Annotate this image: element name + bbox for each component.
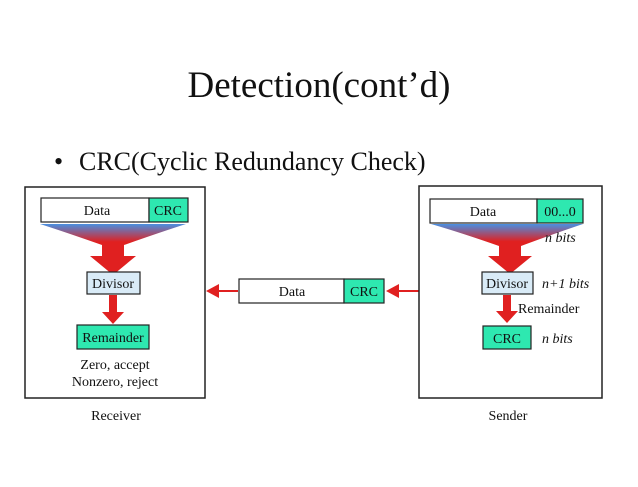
channel-arrow-left-head bbox=[206, 284, 219, 298]
receiver-data-label: Data bbox=[84, 204, 111, 219]
receiver-remainder-label: Remainder bbox=[82, 331, 144, 346]
channel-crc-box bbox=[343, 278, 385, 304]
channel-arrow-right-head bbox=[386, 284, 399, 298]
channel-data-label: Data bbox=[279, 285, 306, 300]
bullet-item: • CRC(Cyclic Redundancy Check) bbox=[54, 145, 426, 179]
sender-padding-box bbox=[536, 198, 584, 224]
sender-divisor-box bbox=[481, 271, 534, 295]
receiver-divisor-label: Divisor bbox=[92, 277, 134, 292]
receiver-outcome-nonzero: Nonzero, reject bbox=[72, 375, 158, 390]
sender-crc-bits-label: n bits bbox=[542, 332, 573, 347]
sender-caption: Sender bbox=[489, 409, 528, 424]
receiver-data-box bbox=[40, 197, 150, 223]
slide-title: Detection(cont’d) bbox=[187, 65, 451, 106]
channel: Data CRC bbox=[206, 278, 420, 304]
receiver-caption: Receiver bbox=[91, 409, 141, 424]
bullet-marker: • bbox=[54, 147, 64, 176]
sender-data-box bbox=[429, 198, 538, 224]
receiver-funnel bbox=[40, 224, 186, 275]
receiver-crc-label: CRC bbox=[154, 204, 182, 219]
sender-n-plus-1-bits-label: n+1 bits bbox=[542, 277, 590, 292]
sender-crc-box bbox=[482, 325, 532, 350]
sender-arrow-down bbox=[496, 295, 518, 323]
sender-remainder-label: Remainder bbox=[518, 302, 580, 317]
sender-crc-label: CRC bbox=[493, 332, 521, 347]
receiver-arrow-down bbox=[102, 295, 124, 324]
sender-padding-label: 00...0 bbox=[544, 205, 576, 220]
sender-data-label: Data bbox=[470, 205, 497, 220]
receiver-crc-box bbox=[148, 197, 189, 223]
channel-crc-label: CRC bbox=[350, 285, 378, 300]
receiver-panel: Data CRC Divisor Remainder Zero, accept … bbox=[24, 186, 206, 399]
sender-n-bits-label: n bits bbox=[545, 231, 576, 246]
receiver-remainder-box bbox=[76, 324, 150, 350]
receiver-divisor-box bbox=[86, 271, 141, 295]
sender-funnel bbox=[431, 224, 583, 274]
sender-panel: Data 00...0 n bits Divisor n+1 bits Rema… bbox=[418, 185, 603, 399]
bullet-text: CRC(Cyclic Redundancy Check) bbox=[79, 147, 426, 176]
receiver-outcome-zero: Zero, accept bbox=[80, 358, 149, 373]
sender-divisor-label: Divisor bbox=[486, 277, 528, 292]
